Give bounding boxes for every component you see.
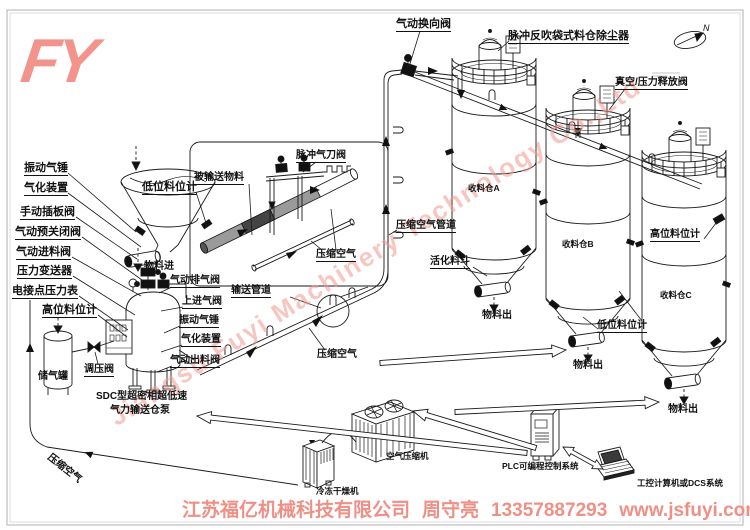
label-vacuum-pressure-relief-valve: 真空/压力释放阀	[615, 77, 688, 90]
label-high-level-indicator-pump: 高位料位计	[42, 304, 97, 318]
label-material-in: 物料进	[144, 261, 174, 272]
label-silo-c: 收料仓C	[660, 290, 692, 300]
label-aeration-device-right: 气化装置	[181, 334, 221, 347]
footer-phone: 13357887293	[491, 500, 608, 521]
label-conveying-pipeline: 输送管道	[231, 285, 271, 298]
label-pulse-bag-dust-collector: 脉冲反吹袋式料仓除尘器	[508, 30, 629, 44]
label-pneumatic-discharge-valve: 气动出料阀	[170, 355, 220, 368]
label-pneumatic-preclose-valve: 气动预关闭阀	[15, 226, 81, 240]
label-air-compressor: 空气压缩机	[386, 451, 429, 461]
label-electric-contact-pressure-gauge: 电接点压力表	[12, 285, 78, 299]
footer-company: 江苏福亿机械科技有限公司	[182, 500, 411, 521]
label-upper-air-inlet-valve: 上进气阀	[182, 296, 222, 309]
label-compressed-air-pipeline: 压缩空气管道	[396, 220, 456, 233]
footer-contact-bar: 江苏福亿机械科技有限公司周守亮 13357887293 www.jsfuyi.com	[182, 495, 750, 522]
label-pulse-air-knife-valve: 脉冲气刀阀	[296, 150, 346, 163]
label-manual-gate-valve: 手动插板阀	[20, 206, 75, 220]
compressed-air-line	[29, 300, 299, 486]
company-logo: FY	[17, 27, 99, 96]
label-aeration-device-left: 气化装置	[24, 182, 68, 196]
inset-detail-box	[189, 141, 389, 287]
label-material-out-c: 物料出	[668, 404, 698, 415]
label-silo-a: 收料仓A	[468, 183, 500, 193]
label-pressure-regulating-valve: 调压阀	[84, 364, 114, 377]
label-conveyed-material: 被输送物料	[194, 172, 244, 185]
compass-icon: N	[652, 23, 710, 77]
footer-contact-name: 周守亮	[422, 500, 480, 521]
label-pneumatic-diverter-valve: 气动换向阀	[396, 18, 451, 32]
sdc-transport-pump	[105, 262, 195, 394]
silo-a	[444, 29, 542, 313]
label-sdc-pump-line2: 气力输送仓泵	[110, 405, 170, 416]
page-border	[6, 9, 744, 526]
svg-text:N: N	[703, 23, 710, 33]
label-high-level-indicator-silo-c: 高位料位计	[650, 229, 700, 242]
label-pneumatic-feed-valve: 气动进料阀	[16, 246, 71, 260]
air-storage-tank	[43, 312, 115, 395]
label-compressed-air-inset: 压缩空气	[316, 249, 356, 262]
label-pneumatic-exhaust-valve: 气动排气阀	[170, 275, 220, 288]
label-refrigerated-dryer: 冷冻干燥机	[316, 486, 359, 496]
label-material-out-b: 物料出	[573, 360, 603, 371]
plc-cabinet	[530, 405, 560, 461]
pulse-waveform-icon	[323, 165, 351, 173]
signal-arrows	[195, 344, 661, 470]
label-sdc-pump-line1: SDC型超密相超低速	[96, 391, 188, 402]
label-low-level-indicator-hopper: 低位料位计	[142, 181, 197, 195]
label-material-out-a: 物料出	[482, 310, 512, 321]
laptop-computer	[595, 446, 635, 481]
label-vibrating-air-hammer-left: 振动气锤	[24, 162, 68, 176]
refrigerated-dryer-unit	[301, 430, 357, 489]
label-compressed-air-mid: 压缩空气	[317, 349, 357, 360]
detail-callout-circle	[316, 294, 350, 328]
label-air-storage-tank: 储气罐	[38, 371, 68, 382]
pointer-lines	[67, 30, 717, 373]
label-vibrating-air-hammer-right: 振动气锤	[179, 315, 219, 328]
label-silo-b: 收料仓B	[562, 239, 594, 249]
label-low-level-indicator-silo-b: 低位料位计	[597, 320, 647, 333]
footer-website[interactable]: www.jsfuyi.com	[619, 500, 750, 521]
label-pressure-transmitter: 压力变送器	[17, 265, 72, 279]
label-plc-system: PLC可编程控制系统	[502, 461, 579, 471]
label-industrial-computer: 工控计算机或DCS系统	[637, 478, 723, 488]
label-activation-hopper: 活化料斗	[430, 256, 470, 269]
silo-c-high-level-sensor	[712, 213, 726, 225]
feed-hopper	[120, 146, 216, 272]
